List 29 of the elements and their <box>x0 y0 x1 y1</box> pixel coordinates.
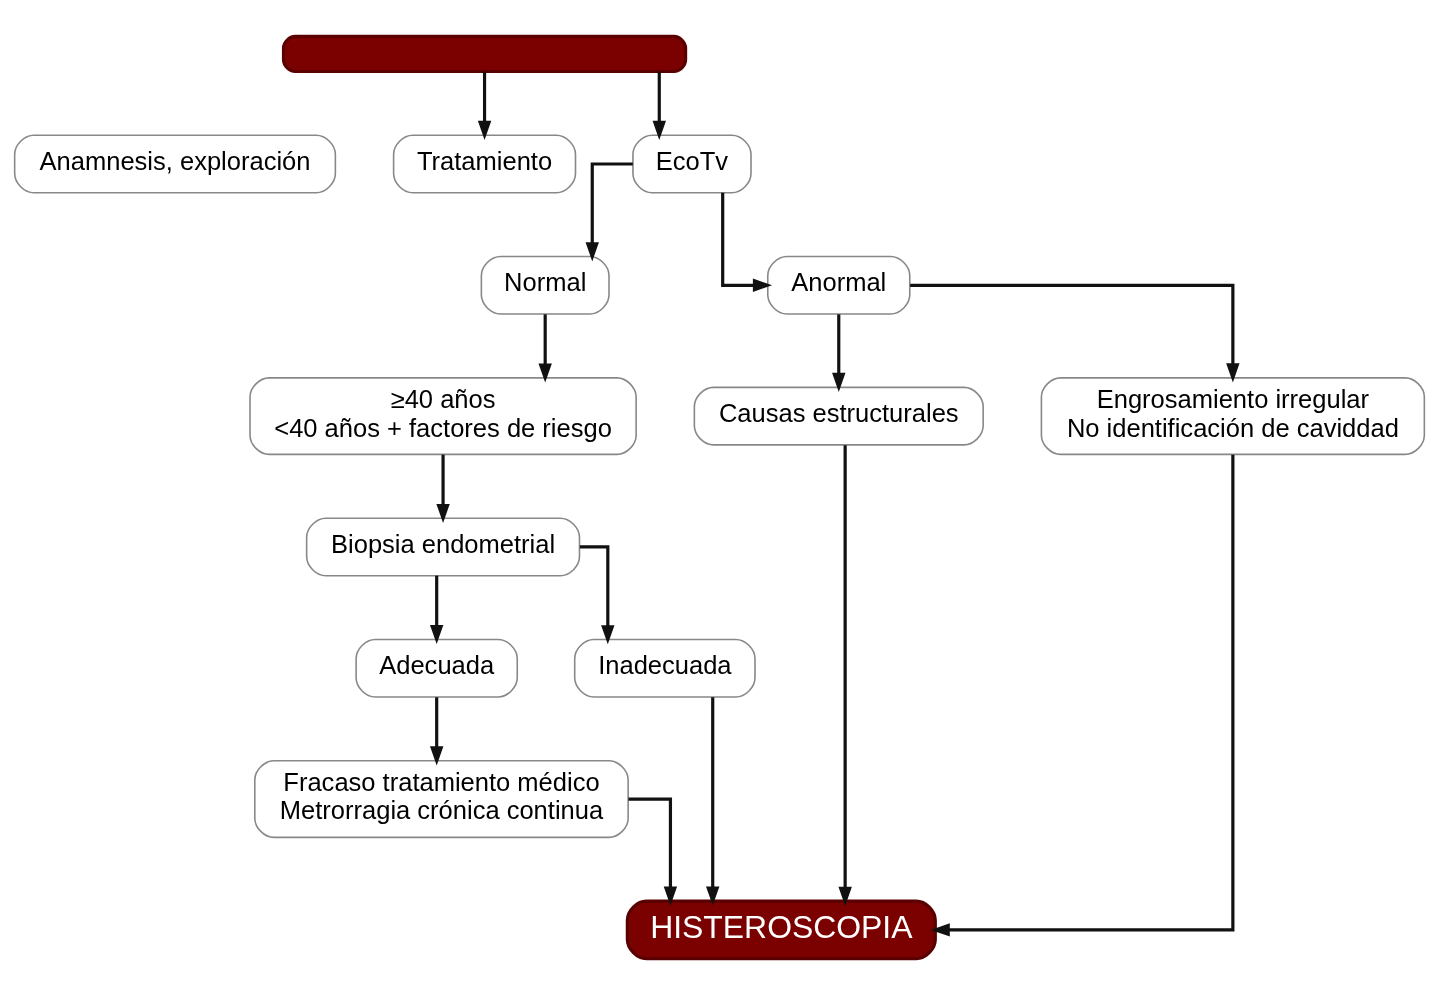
arrow <box>538 314 552 383</box>
node-box: Normal <box>480 255 610 315</box>
node-box: EcoTv <box>632 134 752 194</box>
arrow <box>706 697 720 906</box>
node-box: Inadecuada <box>573 638 756 698</box>
node-box: Causas estructurales <box>693 386 984 446</box>
arrow <box>436 454 450 524</box>
arrow <box>429 697 444 766</box>
arrow <box>721 192 773 292</box>
node-box: Engrosamiento irregular No identificación de caviddad <box>1040 377 1426 456</box>
arrow <box>910 283 1240 383</box>
node-box <box>281 34 688 74</box>
node-box: Tratamiento <box>392 134 577 194</box>
node-box: Anormal <box>766 255 911 315</box>
arrow <box>585 162 633 262</box>
node-box: ≥40 años <40 años + factores de riesgo <box>249 377 637 456</box>
arrow <box>838 445 852 906</box>
node-box: Adecuada <box>355 638 519 698</box>
arrow <box>429 575 444 645</box>
node-box: Biopsia endometrial <box>305 517 581 577</box>
arrow <box>477 71 492 141</box>
arrow <box>628 797 678 906</box>
arrow <box>579 545 615 645</box>
arrow <box>930 454 1235 937</box>
node-box: Fracaso tratamiento médico Metrorragia crónica continua <box>254 759 629 839</box>
arrow <box>652 71 666 141</box>
node-box: Anamnesis, exploración <box>13 134 337 194</box>
arrow <box>832 314 846 392</box>
node-box: HISTEROSCOPIA <box>625 899 937 961</box>
